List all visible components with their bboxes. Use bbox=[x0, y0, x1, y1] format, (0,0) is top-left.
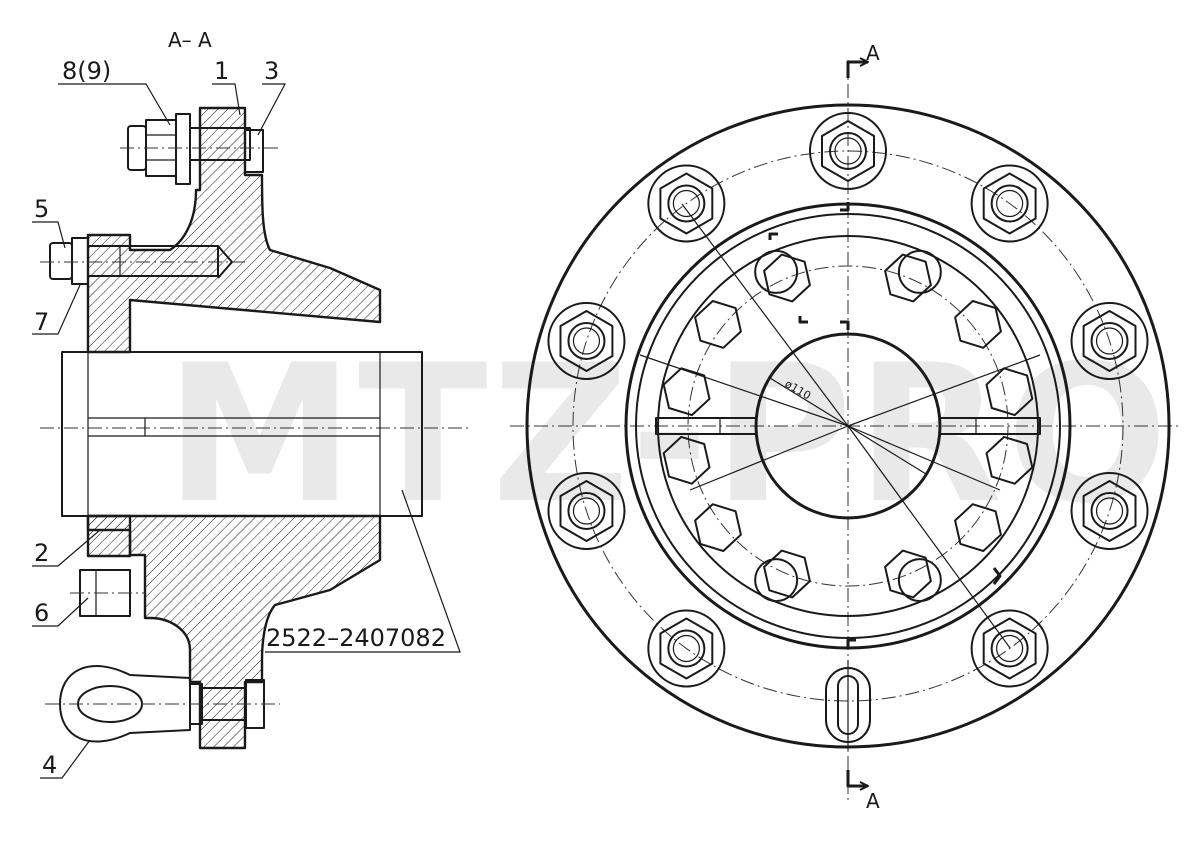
top-bolt-assembly bbox=[120, 113, 280, 185]
leader-lines bbox=[32, 83, 461, 779]
callout-4: 4 bbox=[42, 751, 57, 779]
flange-bolt bbox=[970, 609, 1049, 688]
front-view: ø110 A A bbox=[510, 41, 1180, 813]
callout-5: 5 bbox=[34, 195, 49, 223]
inner-hex-head bbox=[763, 253, 811, 303]
inner-hex-heads bbox=[662, 253, 1034, 599]
callout-8-9: 8(9) bbox=[62, 57, 111, 85]
callout-1: 1 bbox=[214, 57, 229, 85]
inner-hex-head bbox=[763, 549, 811, 599]
flange-bolt bbox=[1070, 302, 1149, 381]
lifting-eye bbox=[825, 660, 871, 750]
flange-bolts bbox=[547, 112, 1149, 688]
inner-hole bbox=[754, 558, 799, 603]
construction-lines bbox=[639, 203, 1041, 649]
ring-part-2 bbox=[86, 514, 132, 558]
flange-bolt bbox=[547, 302, 626, 381]
inner-hex-head bbox=[985, 435, 1034, 485]
section-title: A– A bbox=[168, 28, 212, 52]
flange-bolt bbox=[547, 471, 626, 550]
inner-hex-head bbox=[954, 300, 1002, 349]
flange-hub-lower bbox=[86, 514, 382, 750]
inner-hex-head bbox=[985, 367, 1034, 417]
inner-hole bbox=[754, 249, 799, 294]
inner-hex-head bbox=[884, 549, 932, 599]
inner-hole bbox=[897, 558, 942, 603]
inner-hex-head bbox=[694, 300, 742, 349]
callout-2: 2 bbox=[34, 539, 49, 567]
flange-bolt bbox=[809, 112, 887, 190]
inner-hex-head bbox=[884, 253, 932, 303]
section-marker-bottom: A bbox=[866, 789, 880, 813]
inner-holes bbox=[754, 249, 942, 603]
inner-hex-head bbox=[954, 503, 1002, 552]
flange-bolt bbox=[647, 609, 726, 688]
side-bolt-assembly bbox=[40, 237, 245, 285]
flange-hub-upper bbox=[86, 106, 382, 354]
inner-hex-head bbox=[694, 503, 742, 552]
flange-bolt bbox=[970, 164, 1049, 243]
part-number-label: 2522–2407082 bbox=[266, 624, 446, 652]
section-markers: A A bbox=[768, 41, 1002, 813]
eye-bolt bbox=[45, 665, 280, 743]
inner-hex-head bbox=[662, 367, 711, 417]
section-view-a-a: A– A bbox=[32, 28, 470, 779]
bolt-6 bbox=[70, 569, 145, 617]
section-marker-top: A bbox=[866, 41, 880, 65]
inner-hex-head bbox=[662, 435, 711, 485]
keyway bbox=[655, 417, 1041, 435]
inner-hole bbox=[897, 249, 942, 294]
callout-6: 6 bbox=[34, 599, 49, 627]
callout-3: 3 bbox=[264, 57, 279, 85]
flange-bolt bbox=[647, 164, 726, 243]
flange-bolt bbox=[1070, 471, 1149, 550]
callout-7: 7 bbox=[34, 308, 49, 336]
